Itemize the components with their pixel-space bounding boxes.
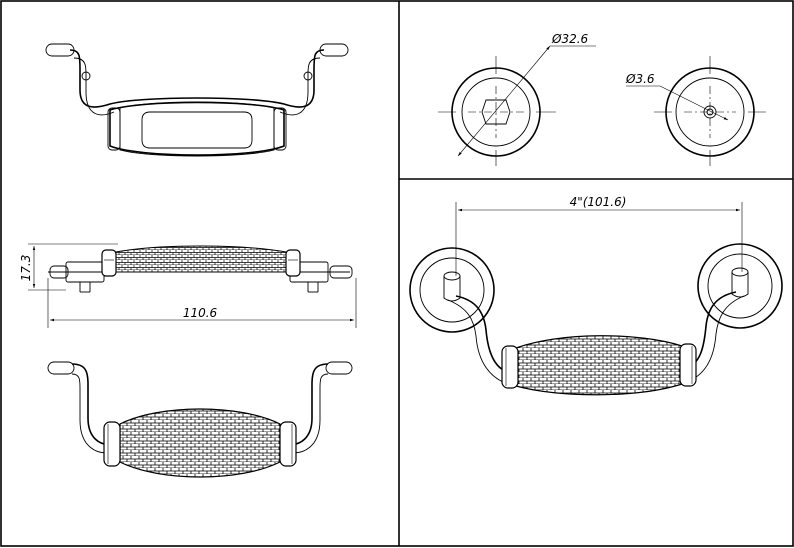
spacing-dimension-label: 4"(101.6) xyxy=(570,195,627,209)
side-view-dimensions: 17.3 110.6 xyxy=(19,243,357,328)
length-dimension-label: 110.6 xyxy=(183,306,218,320)
rosette-diameter-label: Ø32.6 xyxy=(551,32,589,46)
handle-front-view xyxy=(47,361,353,478)
spacing-dimension: 4"(101.6) xyxy=(455,195,743,276)
rosette-right-view: Ø3.6 xyxy=(625,56,766,166)
height-dimension-label: 17.3 xyxy=(19,255,33,282)
handle-perspective-view xyxy=(409,243,783,396)
hole-diameter-label: Ø3.6 xyxy=(625,72,655,86)
handle-top-view xyxy=(45,43,349,157)
handle-side-view xyxy=(48,245,353,293)
rosette-left-view: Ø32.6 xyxy=(438,32,596,166)
